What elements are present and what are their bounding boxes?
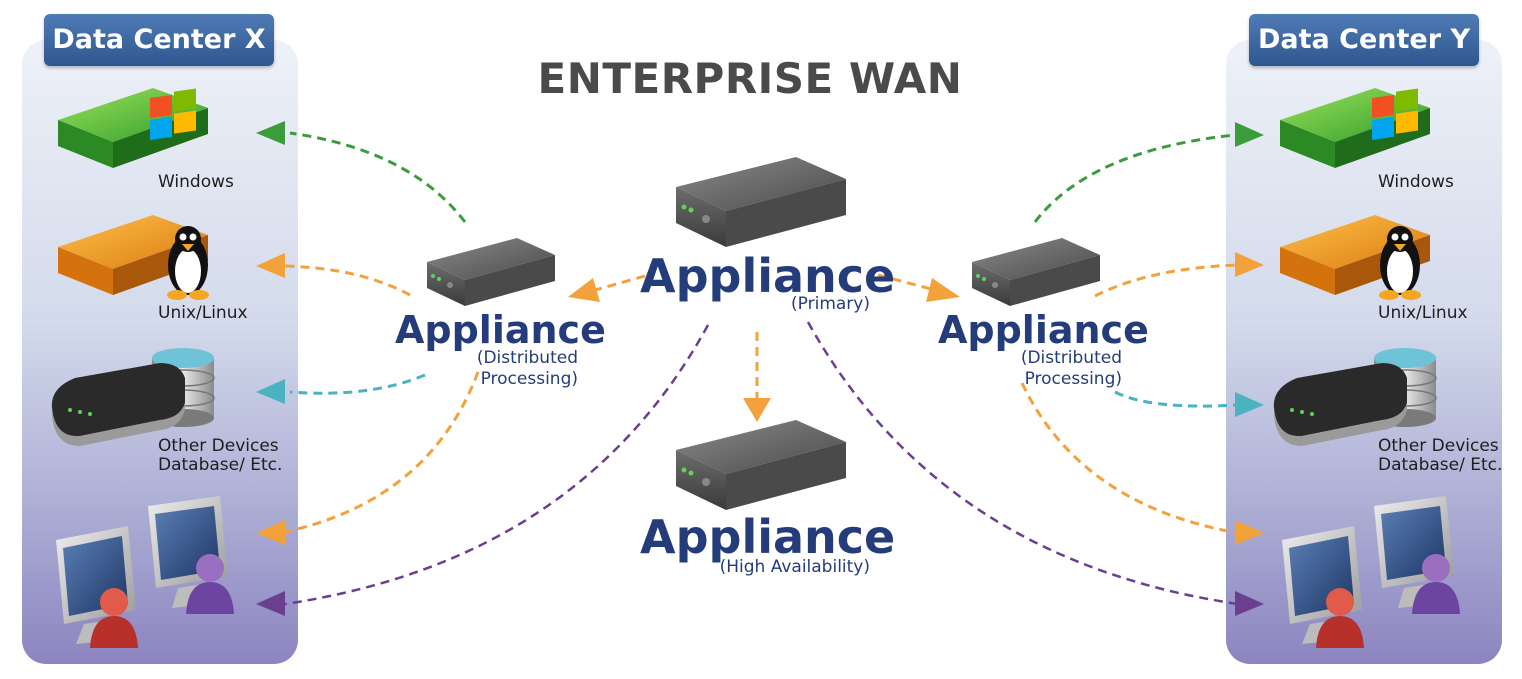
appliance-server-icon	[676, 157, 846, 247]
left-other-label-1: Other Devices	[158, 436, 279, 456]
link-right-windows	[1033, 133, 1236, 223]
appliance-distributed-right-role-2: Processing)	[1024, 369, 1122, 389]
database-device-icon	[51, 348, 215, 446]
workstation-users-icon	[56, 496, 234, 648]
data-center-y-label: Data Center Y	[1249, 14, 1479, 66]
arrowhead-distributed-right	[926, 278, 960, 302]
right-other-label-1: Other Devices	[1378, 436, 1499, 456]
left-windows-label: Windows	[158, 172, 234, 192]
link-primary-distributed-right	[877, 273, 936, 292]
link-primary-left-users	[284, 324, 710, 606]
arrowhead-left-windows	[256, 121, 285, 145]
appliance-primary-role: (Primary)	[791, 294, 870, 314]
appliance-ha-role: (High Availability)	[719, 557, 870, 577]
link-right-db	[1114, 390, 1239, 408]
appliance-distributed-left-name: Appliance	[395, 308, 606, 352]
link-left-unix	[284, 264, 411, 297]
linux-server-icon	[1280, 215, 1430, 300]
right-other-label-2: Database/ Etc.	[1378, 455, 1503, 475]
link-primary-right-users	[806, 321, 1239, 606]
windows-server-icon	[58, 88, 208, 168]
appliance-distributed-right-name: Appliance	[938, 308, 1149, 352]
appliance-distributed-left-role-2: Processing)	[480, 369, 578, 389]
link-left-users-orange	[284, 371, 480, 534]
link-right-unix	[1094, 263, 1239, 298]
appliance-server-icon	[972, 238, 1100, 306]
appliance-distributed-right-role-1: (Distributed	[1020, 348, 1122, 368]
data-center-x-label: Data Center X	[44, 14, 274, 66]
link-left-db	[289, 373, 426, 395]
link-right-users-orange	[1020, 382, 1239, 535]
right-windows-label: Windows	[1378, 172, 1454, 192]
linux-server-icon	[58, 215, 209, 300]
left-other-label-2: Database/ Etc.	[158, 455, 283, 475]
arrowhead-right-db	[1235, 392, 1264, 417]
arrowhead-left-users-orange	[256, 520, 285, 545]
arrowhead-right-users-orange	[1235, 520, 1264, 545]
arrowhead-right-users-purple	[1235, 591, 1264, 616]
database-device-icon	[1273, 348, 1437, 446]
arrowhead-right-windows	[1235, 122, 1264, 147]
arrowhead-left-users-purple	[256, 591, 285, 616]
appliance-primary-name: Appliance	[640, 249, 896, 303]
arrowhead-right-unix	[1235, 252, 1264, 277]
link-primary-distributed-left	[594, 274, 646, 292]
arrowhead-left-db	[256, 379, 285, 404]
workstation-users-icon	[1282, 496, 1460, 648]
appliance-ha-name: Appliance	[640, 510, 896, 564]
right-unix-label: Unix/Linux	[1378, 303, 1468, 323]
arrowhead-left-unix	[256, 253, 285, 278]
left-unix-label: Unix/Linux	[158, 303, 248, 323]
diagram-title: ENTERPRISE WAN	[537, 54, 963, 103]
windows-server-icon	[1280, 88, 1430, 168]
appliance-server-icon	[676, 420, 846, 510]
link-left-windows	[289, 131, 467, 223]
arrowhead-ha	[743, 398, 771, 422]
appliance-server-icon	[427, 238, 555, 306]
appliance-distributed-left-role-1: (Distributed	[476, 348, 578, 368]
arrowhead-distributed-left	[568, 278, 600, 302]
